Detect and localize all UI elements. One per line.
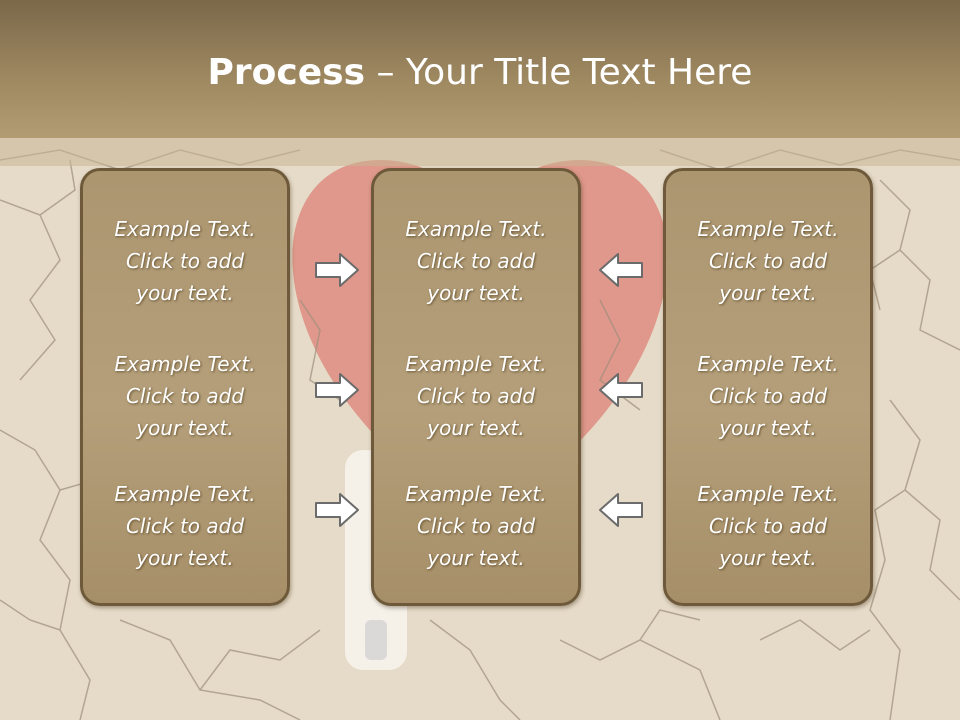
text-line: your text.: [427, 546, 525, 570]
text-item[interactable]: Example Text. Click to add your text.: [374, 213, 578, 309]
text-item[interactable]: Example Text. Click to add your text.: [666, 478, 870, 574]
text-line: Example Text.: [114, 482, 256, 506]
text-line: your text.: [136, 281, 234, 305]
text-line: your text.: [719, 416, 817, 440]
title-bar: [0, 0, 960, 138]
title-bold: Process: [207, 52, 366, 93]
text-item[interactable]: Example Text. Click to add your text.: [83, 348, 287, 444]
text-line: your text.: [136, 416, 234, 440]
left-arrow-icon: [599, 373, 643, 407]
text-line: your text.: [427, 416, 525, 440]
text-line: Example Text.: [697, 352, 839, 376]
text-line: Click to add: [416, 249, 536, 273]
title-band: [0, 138, 960, 166]
crack-lines: [0, 149, 960, 720]
text-line: your text.: [427, 281, 525, 305]
slide-title[interactable]: Process – Your Title Text Here: [0, 52, 960, 93]
right-arrow-icon: [315, 373, 359, 407]
left-arrow-icon: [599, 253, 643, 287]
text-line: Example Text.: [697, 482, 839, 506]
zipper-slot: [365, 620, 387, 660]
text-line: Click to add: [708, 384, 828, 408]
title-rest: – Your Title Text Here: [365, 52, 753, 93]
text-item[interactable]: Example Text. Click to add your text.: [83, 478, 287, 574]
text-line: Example Text.: [114, 217, 256, 241]
text-item[interactable]: Example Text. Click to add your text.: [666, 348, 870, 444]
text-item[interactable]: Example Text. Click to add your text.: [374, 348, 578, 444]
text-line: Click to add: [708, 514, 828, 538]
right-arrow-icon: [315, 253, 359, 287]
text-line: Example Text.: [405, 217, 547, 241]
text-item[interactable]: Example Text. Click to add your text.: [666, 213, 870, 309]
left-arrow-icon: [599, 493, 643, 527]
text-line: your text.: [719, 546, 817, 570]
text-line: Example Text.: [405, 482, 547, 506]
text-line: Click to add: [125, 514, 245, 538]
text-item[interactable]: Example Text. Click to add your text.: [374, 478, 578, 574]
text-line: Click to add: [708, 249, 828, 273]
text-line: Click to add: [416, 384, 536, 408]
text-line: your text.: [719, 281, 817, 305]
text-panel-center[interactable]: Example Text. Click to add your text. Ex…: [371, 168, 581, 606]
text-item[interactable]: Example Text. Click to add your text.: [83, 213, 287, 309]
text-line: Example Text.: [114, 352, 256, 376]
text-line: Click to add: [416, 514, 536, 538]
text-line: Click to add: [125, 384, 245, 408]
text-panel-left[interactable]: Example Text. Click to add your text. Ex…: [80, 168, 290, 606]
text-line: Example Text.: [405, 352, 547, 376]
text-line: your text.: [136, 546, 234, 570]
text-line: Example Text.: [697, 217, 839, 241]
right-arrow-icon: [315, 493, 359, 527]
text-line: Click to add: [125, 249, 245, 273]
text-panel-right[interactable]: Example Text. Click to add your text. Ex…: [663, 168, 873, 606]
